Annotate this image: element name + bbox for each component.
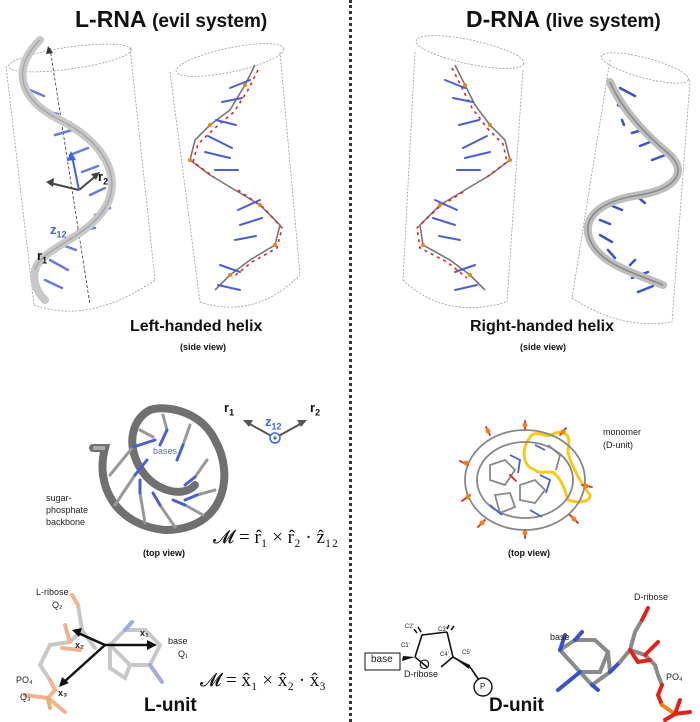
backbone-coil xyxy=(89,404,229,535)
vector-z12-label: z12 xyxy=(50,222,67,240)
schematic-d-ribose-label: D-ribose xyxy=(404,669,439,679)
d-unit-model xyxy=(556,606,692,722)
c2-label: C2' xyxy=(405,624,414,630)
cylinder-outline xyxy=(571,52,691,324)
monomer-label-line1: monomer xyxy=(603,427,642,437)
d-rna-title: D-RNA (live system) xyxy=(466,6,661,33)
panel-divider xyxy=(349,0,352,722)
c3-label: C3' xyxy=(438,627,447,633)
po4-label: PO₄ xyxy=(16,675,33,685)
l-rna-title: L-RNA (evil system) xyxy=(75,6,267,33)
x1-label: x₁ xyxy=(140,628,149,638)
atomic-bases xyxy=(204,79,263,291)
base-label: base xyxy=(168,636,188,646)
vector-r2-label: r2 xyxy=(98,169,109,187)
cylinder-outline xyxy=(169,43,301,308)
cylinder-outline xyxy=(5,43,156,312)
base-box xyxy=(364,652,401,671)
axes-z12-label: z12 xyxy=(265,414,282,432)
left-handed-ribbon-helix xyxy=(5,36,156,312)
d-unit-title: D-unit xyxy=(489,695,544,716)
q2-label: Q₂ xyxy=(52,600,63,610)
c4-label: C4' xyxy=(440,652,449,658)
x3-label: x₃ xyxy=(58,688,68,698)
phosphate-circle-icon xyxy=(473,677,493,697)
right-handed-atomic-helix xyxy=(402,35,525,308)
c1-label: C1' xyxy=(401,643,410,649)
top-view-axes xyxy=(243,420,307,444)
model-base-label: base xyxy=(550,632,570,642)
cylinder-outline xyxy=(402,35,525,308)
base-spokes xyxy=(108,413,217,529)
left-top-view-ribbon xyxy=(89,404,229,535)
right-helix-label: Right-handed helix xyxy=(470,318,614,335)
ring-oxygen-label: O xyxy=(419,656,430,672)
q3-label: Q₃ xyxy=(20,692,31,702)
q1-label: Q₁ xyxy=(178,649,189,659)
backbone-label-line3: backbone xyxy=(46,517,86,527)
schematic-base-label: base xyxy=(371,654,393,665)
left-top-view-caption: (top view) xyxy=(143,548,185,558)
l-unit-title: L-unit xyxy=(144,695,197,716)
monomer-label-line2: (D-unit) xyxy=(603,440,634,450)
right-handed-ribbon-helix xyxy=(571,52,691,324)
left-helix-label: Left-handed helix xyxy=(130,318,263,335)
backbone-label-line1: sugar- xyxy=(46,493,72,503)
phosphate-atoms xyxy=(188,83,277,277)
monomer-highlight xyxy=(522,430,592,504)
l-rna-title-paren: (evil system) xyxy=(152,11,268,32)
left-handed-atomic-helix xyxy=(169,43,301,308)
model-d-ribose-label: D-ribose xyxy=(634,592,669,602)
axes-r1-label: r1 xyxy=(224,400,235,418)
unit-chirality-formula: 𝓜 = x̂₁ × x̂₂ · x̂₃ xyxy=(200,670,326,691)
right-top-view-atomic xyxy=(459,420,593,539)
d-rna-title-paren: (live system) xyxy=(545,11,661,32)
vector-r1-label: r1 xyxy=(37,248,48,266)
right-top-view-caption: (top view) xyxy=(508,548,550,558)
l-rna-title-main: L-RNA xyxy=(75,6,146,32)
d-rna-title-main: D-RNA xyxy=(466,6,540,32)
l-ribose-label: L-ribose xyxy=(36,587,69,597)
helix-axis-arrow xyxy=(49,47,91,306)
atomic-strand xyxy=(189,64,283,291)
c5-label: C5' xyxy=(462,650,471,656)
axes-r2-label: r2 xyxy=(310,400,321,418)
right-helix-view-caption: (side view) xyxy=(520,342,567,352)
helix-chirality-formula: 𝓜 = r̂₁ × r̂₂ · ẑ₁₂ xyxy=(213,527,339,548)
x2-label: x₂ xyxy=(75,640,85,650)
model-po4-label: PO₄ xyxy=(666,672,683,682)
backbone-label-line2: phosphate xyxy=(46,505,89,515)
phosphate-label: P xyxy=(480,682,486,691)
l-unit-model xyxy=(23,593,164,714)
unit-vectors xyxy=(63,631,150,683)
left-helix-view-caption: (side view) xyxy=(180,342,227,352)
bases-label: bases xyxy=(153,446,178,456)
d-ribose-schematic xyxy=(364,624,493,697)
